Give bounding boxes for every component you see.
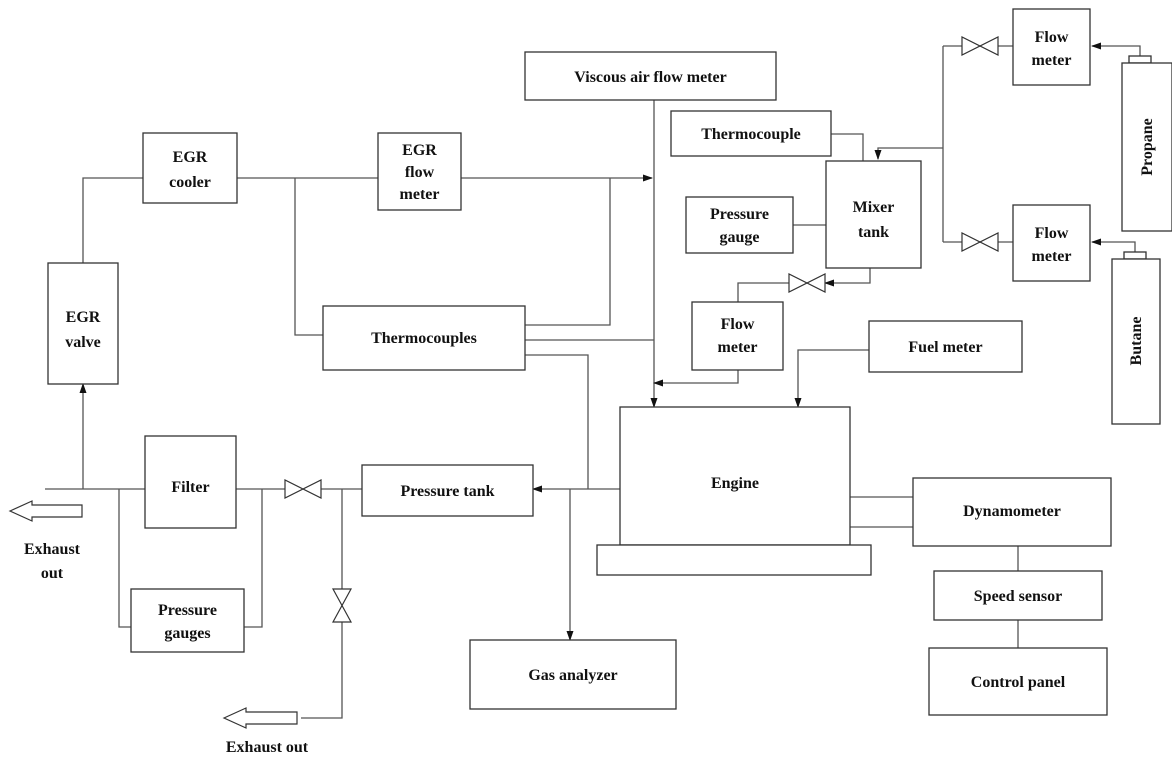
engine-label: Engine <box>711 475 759 492</box>
thermocouple-label: Thermocouple <box>701 126 801 143</box>
propane-to-flowmeter-line <box>1091 42 1141 56</box>
pressure-tank-label: Pressure tank <box>400 483 494 500</box>
gas-supply-to-mixer-line <box>874 147 943 160</box>
egr-cooler-box: EGR cooler <box>142 132 238 204</box>
egr-cooler-label-1: EGR <box>173 149 208 166</box>
control-panel-label: Control panel <box>971 674 1066 691</box>
filter-box: Filter <box>144 435 237 529</box>
exhaust-left-label-2: out <box>41 565 64 582</box>
pressure-gauge-box: Pressure gauge <box>685 196 794 254</box>
egr-flow-meter-box: EGR flow meter <box>377 132 462 211</box>
dynamometer-label: Dynamometer <box>963 503 1061 520</box>
egr-valve-label-1: EGR <box>66 309 101 326</box>
exhaust-bottom-valve-icon <box>331 588 353 623</box>
filter-label: Filter <box>171 479 209 496</box>
connection-lines <box>45 42 1141 719</box>
thermocouples-box: Thermocouples <box>322 305 526 371</box>
egr-flow-meter-label-1: EGR <box>402 142 437 159</box>
gas-analyzer-box: Gas analyzer <box>469 639 677 710</box>
fuel-meter-box: Fuel meter <box>868 320 1023 373</box>
viscous-meter-label: Viscous air flow meter <box>574 69 726 86</box>
flowmeter-to-engine-line <box>653 370 739 387</box>
flow-meter-propane-label-2: meter <box>1032 52 1072 69</box>
flow-meter-propane-box: Flow meter <box>1012 8 1091 86</box>
control-panel-box: Control panel <box>928 647 1108 716</box>
mixer-tank-box: Mixer tank <box>825 160 922 269</box>
dynamometer-box: Dynamometer <box>912 477 1112 547</box>
flow-meter-mixture-box: Flow meter <box>691 301 784 371</box>
gas-analyzer-label: Gas analyzer <box>528 667 617 684</box>
propane-label: Propane <box>1139 118 1156 175</box>
pressure-gauges-bypass-right <box>244 489 263 628</box>
butane-to-flowmeter-line <box>1091 238 1136 252</box>
exhaust-left-arrow-icon <box>8 500 83 522</box>
pressure-gauges-bypass-left <box>118 489 131 628</box>
pressure-gauge-label-1: Pressure <box>710 206 769 223</box>
mixer-tank-label-2: tank <box>858 224 889 241</box>
egr-flow-meter-label-3: meter <box>400 186 440 203</box>
butane-cylinder: Butane <box>1111 251 1161 425</box>
engine-box: Engine <box>596 406 872 576</box>
flow-meter-propane-label-1: Flow <box>1035 29 1069 46</box>
butane-valve-icon <box>961 232 999 252</box>
egr-flow-meter-label-2: flow <box>405 164 435 181</box>
thermocouples-lead-1 <box>525 178 611 326</box>
propane-valve-icon <box>961 36 999 56</box>
pressure-gauges-label-1: Pressure <box>158 602 217 619</box>
pressure-gauges-box: Pressure gauges <box>130 588 245 653</box>
exhaust-valve-icon <box>284 479 322 499</box>
flow-meter-mixture-label-1: Flow <box>721 316 755 333</box>
valves <box>284 36 999 623</box>
viscous-meter-box: Viscous air flow meter <box>524 51 777 101</box>
thermocouples-label: Thermocouples <box>371 330 477 347</box>
pressure-gauge-label-2: gauge <box>720 229 760 246</box>
mixer-tank-label-1: Mixer <box>853 199 895 216</box>
fuel-meter-line <box>794 349 869 408</box>
egr-cooler-label-2: cooler <box>169 174 211 191</box>
exhaust-bottom-line <box>301 489 343 719</box>
butane-label: Butane <box>1128 317 1145 366</box>
mixer-outlet-valve-icon <box>788 273 826 293</box>
thermocouple-to-mixer-line <box>831 133 864 161</box>
egr-valve-to-cooler-line <box>82 177 143 263</box>
exhaust-bottom-label: Exhaust out <box>226 739 309 756</box>
flow-meter-butane-box: Flow meter <box>1012 204 1091 282</box>
fuel-meter-label: Fuel meter <box>908 339 982 356</box>
mixer-to-valve-line <box>824 268 871 287</box>
thermocouple-box: Thermocouple <box>670 110 832 157</box>
pressure-gauges-label-2: gauges <box>164 625 210 642</box>
valve-to-flowmeter-line <box>737 282 789 302</box>
flow-meter-butane-label-1: Flow <box>1035 225 1069 242</box>
exhaust-bottom-arrow-icon <box>222 707 298 729</box>
flow-meter-mixture-label-2: meter <box>718 339 758 356</box>
flow-meter-butane-label-2: meter <box>1032 248 1072 265</box>
speed-sensor-label: Speed sensor <box>974 588 1062 605</box>
egr-valve-box: EGR valve <box>47 262 119 385</box>
speed-sensor-box: Speed sensor <box>933 570 1103 621</box>
egr-to-thermocouples-line <box>294 178 323 336</box>
exhaust-left-label-1: Exhaust <box>24 541 81 558</box>
propane-cylinder: Propane <box>1121 55 1172 232</box>
pressure-tank-box: Pressure tank <box>361 464 534 517</box>
egr-valve-label-2: valve <box>65 334 101 351</box>
thermocouples-lead-3 <box>525 354 589 489</box>
